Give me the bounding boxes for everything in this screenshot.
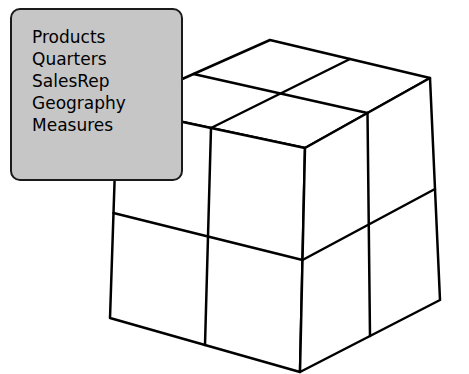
- dimension-name: Products: [32, 26, 167, 48]
- dimension-name: Geography: [32, 92, 167, 114]
- dimension-name: SalesRep: [32, 70, 167, 92]
- cube-right-face: [300, 78, 440, 372]
- dimension-list-box: ProductsQuartersSalesRepGeographyMeasure…: [10, 8, 183, 181]
- dimension-name: Measures: [32, 114, 167, 136]
- cube-grid-line: [114, 213, 303, 260]
- cube-grid-line: [194, 74, 368, 113]
- dimension-name: Quarters: [32, 48, 167, 70]
- cube-grid-line: [303, 189, 436, 260]
